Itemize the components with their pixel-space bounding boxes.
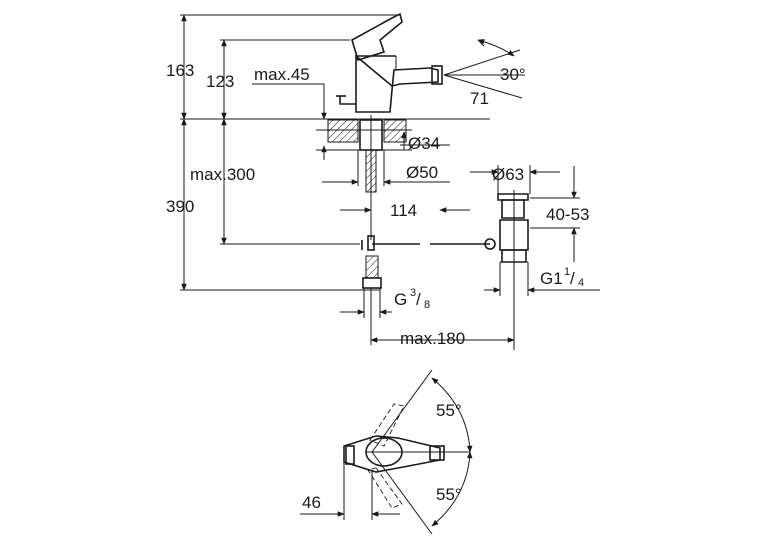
countertop-right (383, 119, 407, 143)
supply-nut (362, 277, 382, 289)
arc-30-tick (477, 39, 485, 47)
label-g114-num: 1 (564, 266, 570, 278)
lever-handle (351, 12, 403, 62)
label-max-45: max.45 (254, 65, 310, 84)
ghost-handle-bottom (367, 467, 403, 509)
label-g38-slash: / (416, 290, 421, 309)
label-max-300: max.300 (190, 165, 255, 184)
label-390: 390 (166, 197, 194, 216)
waste-body-top (501, 199, 525, 219)
popup-rod (339, 96, 356, 105)
plan-angle-ray-bottom (371, 451, 433, 535)
plan-body (343, 435, 441, 473)
plan-arc-bottom (431, 451, 473, 527)
label-114: 114 (390, 201, 417, 220)
label-d50: Ø50 (406, 163, 438, 182)
label-163: 163 (166, 61, 194, 80)
countertop-left (327, 119, 359, 143)
plan-popup (345, 445, 355, 465)
linkage-clip (367, 235, 375, 251)
label-g114-main: G1 (540, 269, 563, 288)
waste-flange (497, 193, 529, 201)
diameter-dimensions (322, 131, 600, 343)
label-g114: G1 1 / 4 (540, 266, 584, 289)
label-g114-den: 4 (578, 277, 584, 289)
ghost-handle-top (369, 403, 405, 447)
label-d34: Ø34 (408, 134, 440, 153)
label-max-180: max.180 (400, 329, 465, 348)
label-55-bottom: 55° (436, 485, 462, 504)
waste-pivot (484, 238, 496, 250)
plan-arc-top (431, 377, 473, 453)
side-elevation (180, 12, 529, 350)
label-40-53: 40-53 (546, 205, 589, 224)
spout-angle-arcs (477, 38, 515, 57)
label-g38: G 3 / 8 (394, 287, 430, 311)
label-46: 46 (302, 493, 321, 512)
plan-view (300, 369, 473, 535)
supply-hose (365, 255, 379, 279)
label-g38-den: 8 (424, 299, 430, 311)
label-g38-num: 3 (410, 287, 416, 299)
label-30-deg: 30° (500, 65, 526, 84)
spout-reach-line (443, 74, 523, 99)
waste-body (499, 219, 529, 251)
label-123: 123 (206, 72, 234, 91)
spout-nozzle (431, 65, 443, 85)
braided-hose (365, 149, 377, 193)
vertical-dimensions (180, 14, 412, 291)
arc-30 (477, 38, 515, 57)
label-g114-slash: / (570, 269, 575, 288)
label-d63: Ø63 (492, 165, 524, 184)
label-g38-main: G (394, 290, 407, 309)
plan-angle-ray-top (371, 369, 433, 453)
faucet-body (355, 54, 439, 113)
label-55-top: 55° (436, 401, 462, 420)
label-71: 71 (470, 89, 489, 108)
